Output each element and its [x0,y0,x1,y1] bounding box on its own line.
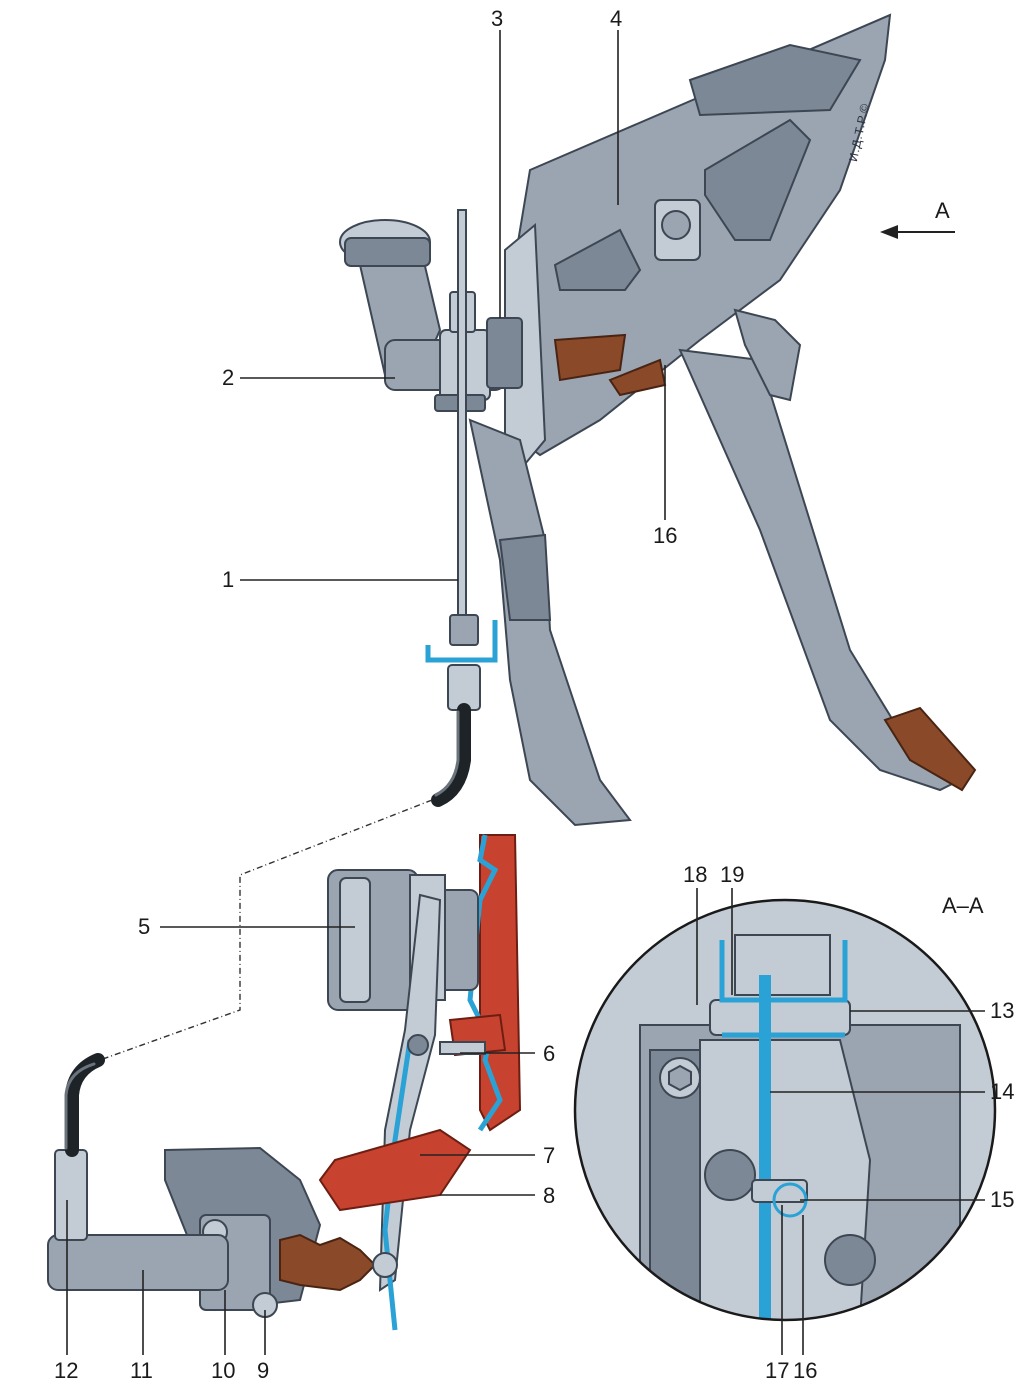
callout-6: 6 [543,1041,556,1066]
boot-upper [553,333,627,382]
callout-17: 17 [765,1358,790,1383]
section-title: A–A [942,893,984,918]
release-bearing [327,869,479,1011]
callout-13: 13 [990,998,1015,1023]
hydraulic-pipe [457,209,467,621]
pipe-clamp [425,620,498,663]
slave-pipe [47,1234,229,1291]
callout-1: 1 [222,567,235,592]
callout-3: 3 [491,6,504,31]
callout-9: 9 [257,1358,270,1383]
clutch-pedal-arm [468,418,632,827]
bracket-window-upper [688,43,862,117]
callout-16: 16 [653,523,678,548]
callout-8: 8 [543,1183,556,1208]
view-marker-a: A [935,198,950,223]
bracket-window-left [553,228,642,291]
callout-2: 2 [222,365,235,390]
upper-hose [431,703,471,807]
bracket-flange [504,222,547,472]
section-aa-detail [575,900,995,1320]
section-circle-border [573,898,997,1322]
callout-16-section: 16 [793,1358,818,1383]
callout-4: 4 [610,6,623,31]
housing-section [479,834,522,1132]
callout-7: 7 [543,1143,556,1168]
lower-hose [65,1053,105,1157]
brake-pedal-arm [678,348,962,792]
bleed-fitting [54,1149,88,1241]
reservoir [339,219,442,376]
callout-19: 19 [720,862,745,887]
callout-18: 18 [683,862,708,887]
brake-pedal-pad [883,706,977,792]
fork-boot [318,1128,472,1212]
callout-11: 11 [130,1358,153,1383]
callout-5: 5 [138,914,151,939]
hose-connection-line [99,799,433,1061]
callout-10: 10 [211,1358,236,1383]
callout-15: 15 [990,1187,1015,1212]
bracket-window-right [704,118,812,241]
callout-14: 14 [990,1079,1015,1104]
callout-12: 12 [54,1358,79,1383]
